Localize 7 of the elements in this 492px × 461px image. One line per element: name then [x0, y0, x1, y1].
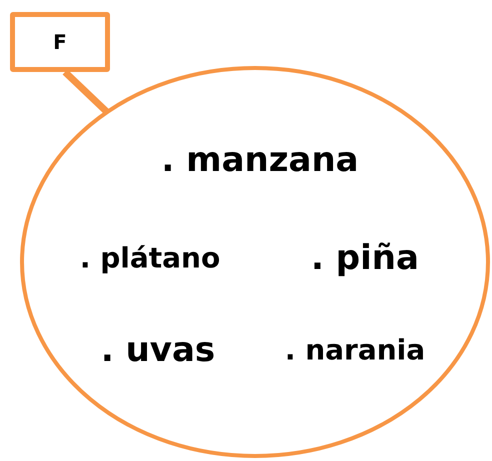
list-item: . plátano	[80, 242, 220, 274]
leader-line	[62, 69, 110, 115]
list-item: . uvas	[100, 330, 216, 370]
list-item: . narania	[284, 334, 426, 366]
list-item: . manzana	[161, 140, 359, 180]
list-item: . piña	[311, 238, 419, 278]
label-box: F	[10, 12, 110, 72]
